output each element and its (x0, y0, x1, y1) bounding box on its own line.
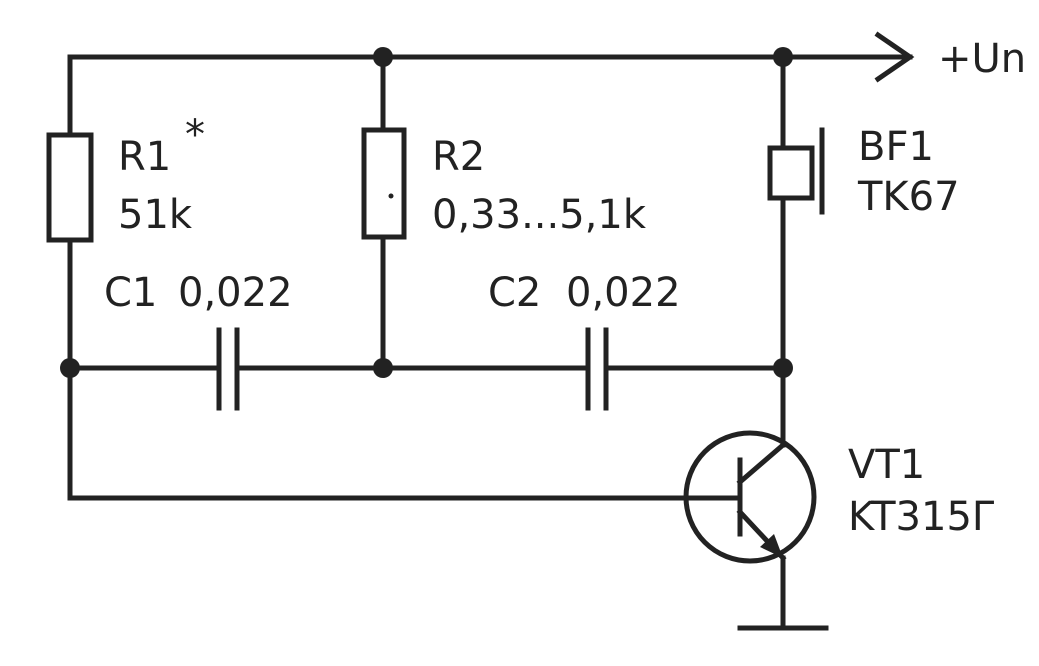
ground (737, 555, 829, 631)
bf1-name: BF1 (858, 124, 934, 170)
r2-value: 0,33...5,1k (432, 192, 647, 238)
r1-value: 51k (118, 192, 193, 238)
bf1-model: TK67 (857, 174, 960, 220)
c2-capacitor (585, 327, 609, 411)
c1-capacitor (216, 327, 240, 411)
c1-value: 0,022 (178, 270, 293, 316)
r1-mark: * (185, 112, 205, 158)
supply-label: +Un (938, 36, 1026, 82)
c2-name: C2 (488, 270, 541, 316)
vt1-name: VT1 (848, 442, 925, 488)
junction-dots (60, 47, 793, 378)
supply-rail (67, 31, 915, 83)
c1-name: C1 (104, 270, 157, 316)
bf1-buzzer (767, 127, 825, 215)
vt1-transistor (683, 430, 817, 564)
r2-wiper-mark (388, 193, 394, 199)
r2-name: R2 (432, 134, 485, 180)
r1-resistor (46, 132, 94, 243)
vt1-model: KT315Г (848, 494, 996, 540)
r2-resistor (361, 127, 407, 240)
c2-value: 0,022 (566, 270, 681, 316)
r1-name: R1 (118, 134, 171, 180)
